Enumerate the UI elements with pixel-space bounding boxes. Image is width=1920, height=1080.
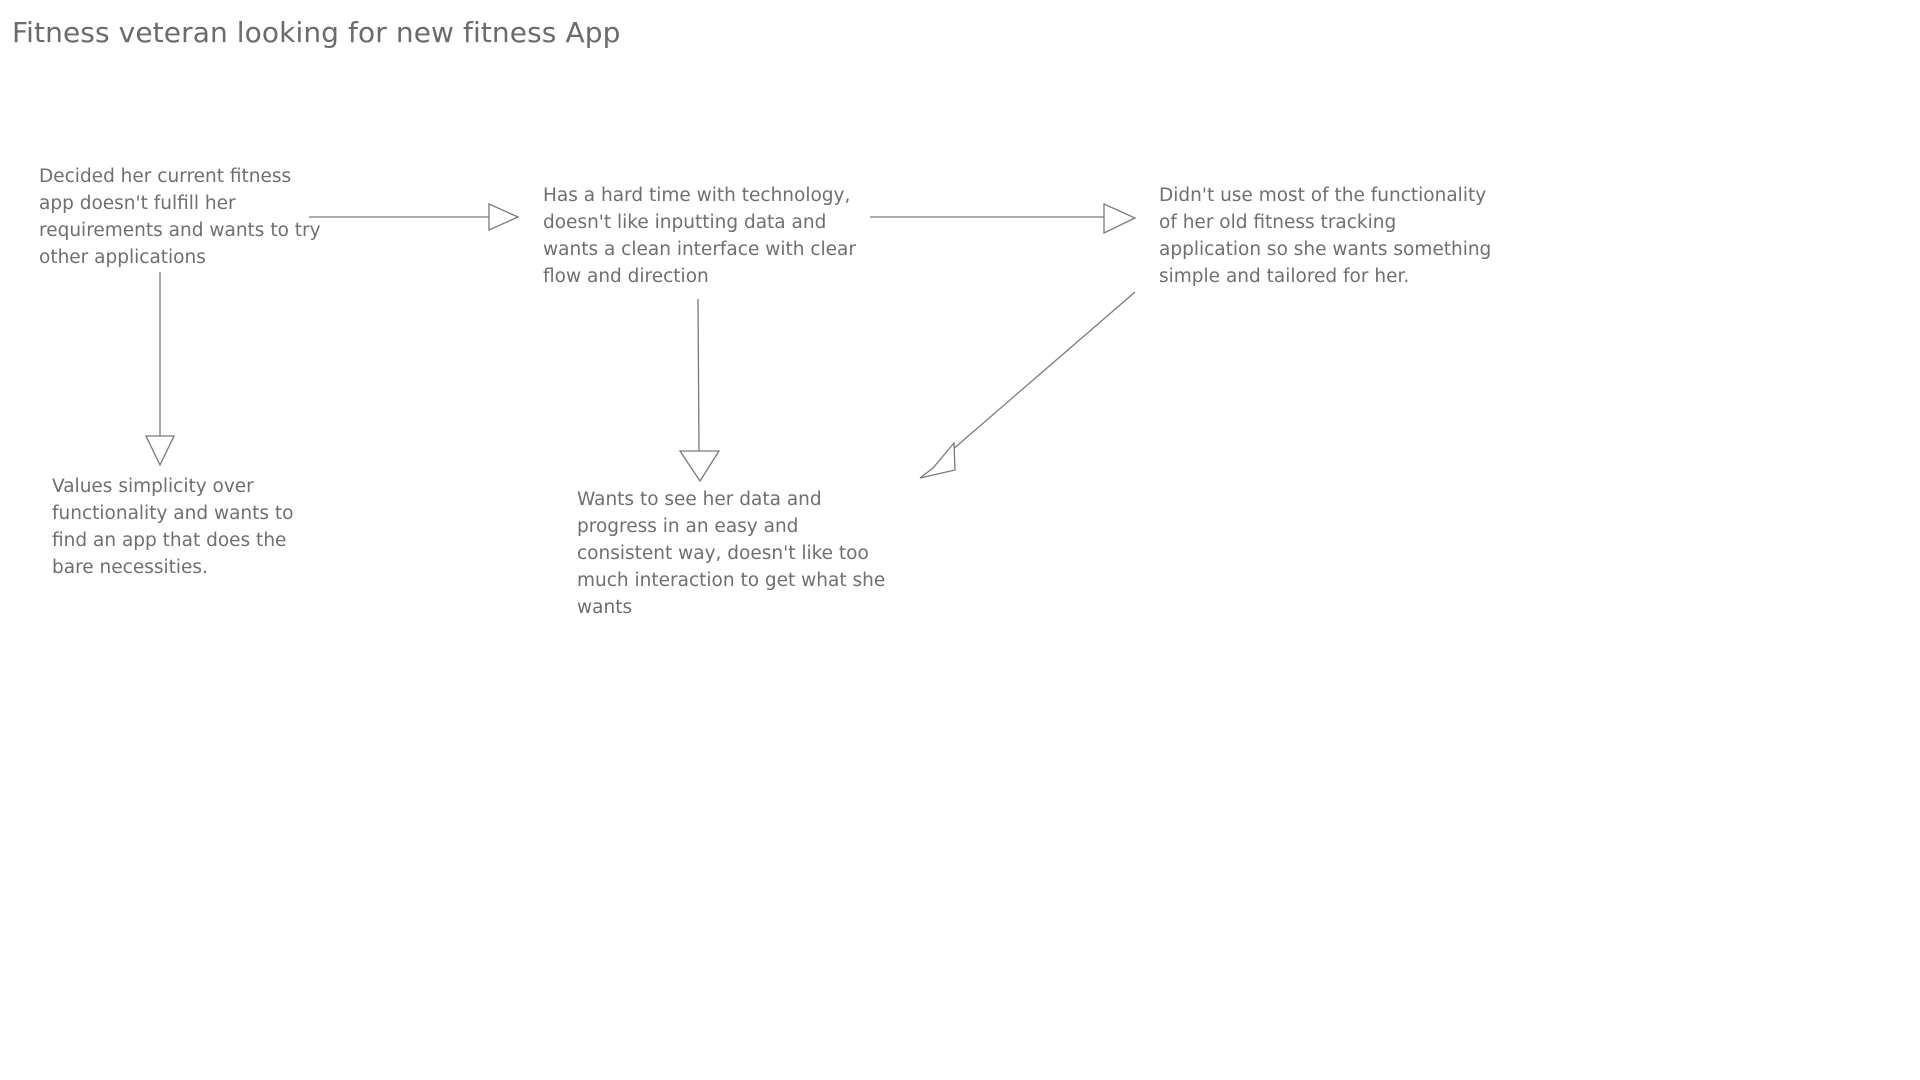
note-values-simplicity: Values simplicity over functionality and… [52,476,294,578]
note-unused-functionality: Didn't use most of the functionality of … [1159,185,1492,287]
note-current-app-unfulfilling: Decided her current fitness app doesn't … [39,166,321,268]
note-hard-time-with-technology: Has a hard time with technology, doesn't… [543,185,856,287]
arrow-note3-to-note5 [919,291,1136,479]
arrow-note1-to-note4 [144,272,176,467]
arrow-note2-to-note5 [678,298,721,483]
page-title: Fitness veteran looking for new fitness … [12,16,621,49]
note-see-data-progress: Wants to see her data and progress in an… [577,489,886,618]
arrow-note1-to-note2 [309,202,520,232]
arrow-note2-to-note3 [870,202,1137,235]
